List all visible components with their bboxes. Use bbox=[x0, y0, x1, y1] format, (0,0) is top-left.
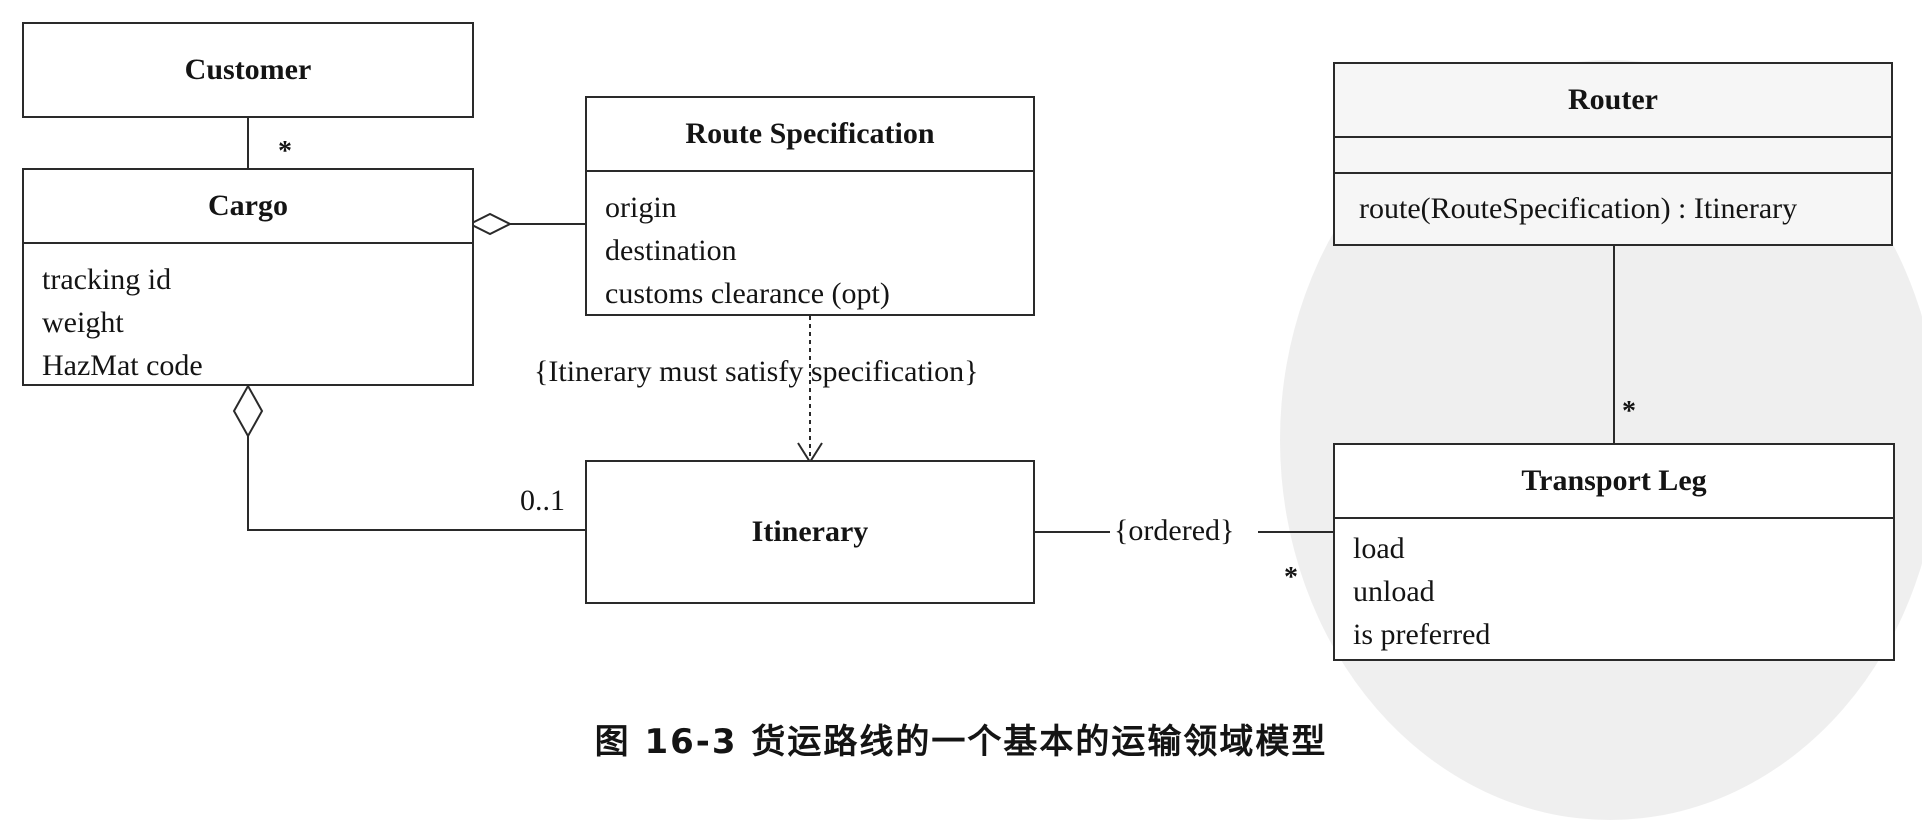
ordered-constraint-label: {ordered} bbox=[1114, 514, 1235, 547]
attribute-list: origin destination customs clearance (op… bbox=[587, 170, 1033, 315]
cargo-itinerary-association bbox=[247, 436, 585, 531]
attribute: tracking id bbox=[42, 263, 172, 296]
attribute: weight bbox=[42, 306, 124, 339]
figure-caption: 图 16-3 货运路线的一个基本的运输领域模型 bbox=[594, 722, 1328, 762]
customer-class[interactable]: Customer bbox=[22, 22, 474, 118]
class-name: Cargo bbox=[208, 189, 288, 222]
attribute: load bbox=[1353, 532, 1405, 565]
class-name: Customer bbox=[184, 53, 312, 86]
attribute-list: tracking id weight HazMat code bbox=[24, 242, 472, 387]
attribute-compartment bbox=[1335, 136, 1891, 172]
router-class[interactable]: Router route(RouteSpecification) : Itine… bbox=[1333, 62, 1893, 246]
attribute: unload bbox=[1353, 575, 1435, 608]
attribute: is preferred bbox=[1353, 618, 1491, 651]
itinerary-class[interactable]: Itinerary bbox=[585, 460, 1035, 604]
operation: route(RouteSpecification) : Itinerary bbox=[1335, 172, 1891, 236]
connector-lines bbox=[232, 118, 1615, 533]
class-name: Router bbox=[1568, 83, 1658, 116]
attribute: HazMat code bbox=[42, 349, 203, 382]
constraint-label: {Itinerary must satisfy specification} bbox=[534, 355, 979, 388]
transport-leg-class[interactable]: Transport Leg load unload is preferred bbox=[1333, 443, 1895, 661]
aggregation-diamond-routespec bbox=[467, 212, 513, 236]
aggregation-diamond-itinerary bbox=[232, 383, 264, 439]
attribute: destination bbox=[605, 234, 737, 267]
attribute: origin bbox=[605, 191, 677, 224]
class-name: Itinerary bbox=[751, 515, 869, 548]
cargo-class[interactable]: Cargo tracking id weight HazMat code bbox=[22, 168, 474, 386]
attribute-list: load unload is preferred bbox=[1335, 517, 1893, 656]
multiplicity-cargo-customer: * bbox=[278, 136, 292, 167]
multiplicity-itinerary: 0..1 bbox=[520, 484, 565, 517]
class-name: Route Specification bbox=[685, 117, 935, 150]
multiplicity-leg-router: * bbox=[1622, 396, 1636, 427]
route-specification-class[interactable]: Route Specification origin destination c… bbox=[585, 96, 1035, 316]
multiplicity-leg-itinerary: * bbox=[1284, 562, 1298, 593]
class-name: Transport Leg bbox=[1521, 464, 1707, 497]
attribute: customs clearance (opt) bbox=[605, 277, 890, 310]
